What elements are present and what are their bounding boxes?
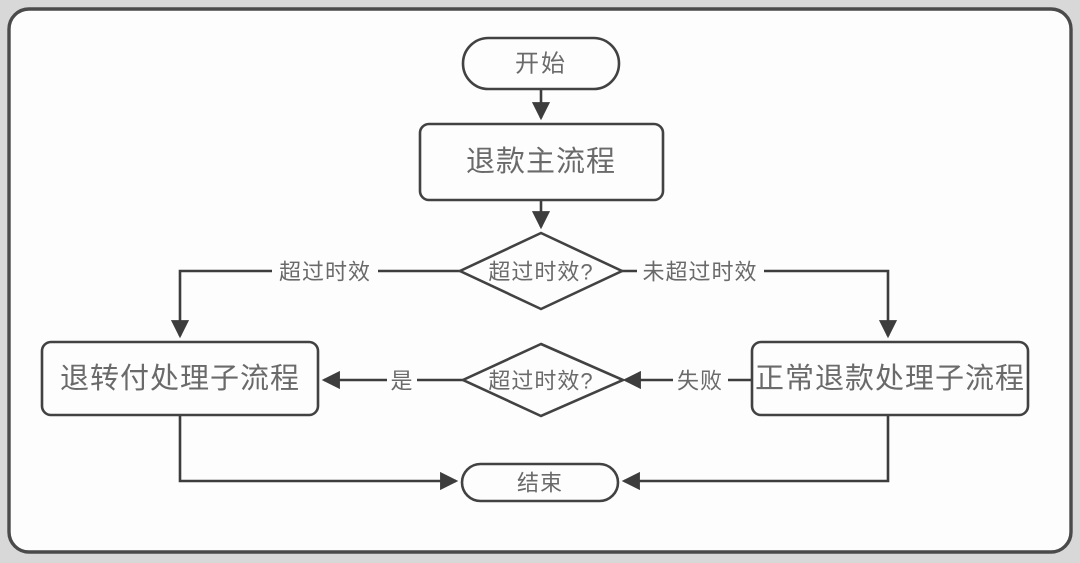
node-refund-transfer-subprocess: 退转付处理子流程	[40, 340, 320, 417]
node-decision-timeout-2-shape	[459, 342, 627, 418]
node-normal-refund-subprocess: 正常退款处理子流程	[750, 340, 1030, 417]
node-decision-timeout-1-shape	[456, 231, 626, 311]
node-start: 开始	[461, 36, 621, 91]
node-refund-transfer-subprocess-shape	[40, 340, 320, 417]
edge-right-box-to-end	[621, 415, 890, 491]
node-end: 结束	[460, 462, 620, 503]
edge-label-yes-text: 是	[390, 369, 413, 394]
edge-label-exceeded: 超过时效	[272, 257, 378, 285]
node-normal-refund-subprocess-shape	[750, 340, 1030, 417]
node-decision-timeout-2: 超过时效?	[459, 342, 627, 418]
node-decision-timeout-1-label: 超过时效?	[488, 260, 593, 285]
edge-label-fail-text: 失败	[677, 369, 723, 394]
node-start-label: 开始	[515, 51, 567, 78]
node-decision-timeout-1: 超过时效?	[456, 231, 626, 311]
node-decision-timeout-2-label: 超过时效?	[488, 369, 593, 394]
node-normal-refund-subprocess-label: 正常退款处理子流程	[755, 362, 1025, 395]
edge-label-not-exceeded-text: 未超过时效	[642, 260, 757, 285]
node-end-shape	[460, 462, 620, 503]
node-start-shape	[461, 36, 621, 91]
edge-left-box-to-end	[178, 415, 459, 491]
node-refund-main-process: 退款主流程	[418, 122, 665, 202]
edge-label-exceeded-text: 超过时效	[279, 260, 371, 285]
node-refund-main-process-shape	[418, 122, 665, 202]
node-refund-main-process-label: 退款主流程	[466, 145, 616, 178]
edge-label-yes: 是	[387, 366, 417, 394]
node-refund-transfer-subprocess-label: 退转付处理子流程	[60, 362, 300, 395]
edge-label-not-exceeded: 未超过时效	[637, 257, 764, 285]
edge-label-fail: 失败	[673, 366, 728, 394]
node-end-label: 结束	[517, 471, 563, 496]
